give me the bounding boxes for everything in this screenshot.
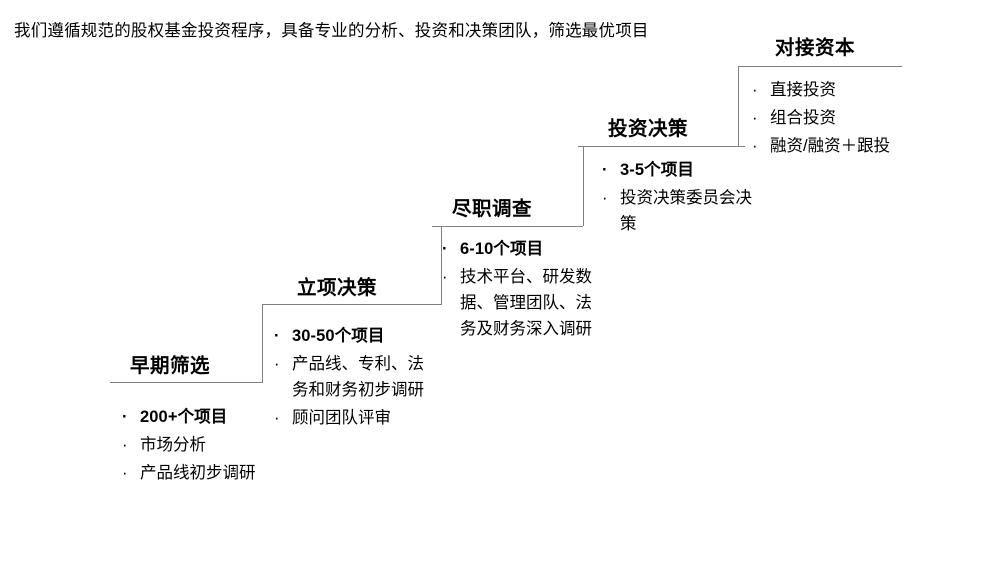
step-1-tread-horizontal: [110, 382, 263, 383]
step-5-tread-riser: [738, 66, 739, 146]
bullet-icon: ·: [122, 408, 128, 426]
bullet-icon: ·: [752, 109, 758, 127]
list-item-label: 200+个项目: [140, 408, 228, 426]
step-3-title: 尽职调查: [452, 198, 533, 220]
step-4-tread-riser: [583, 146, 584, 226]
page-heading: 我们遵循规范的股权基金投资程序，具备专业的分析、投资和决策团队，筛选最优项目: [14, 22, 649, 40]
bullet-icon: ·: [122, 464, 128, 482]
list-item-label: 市场分析: [140, 436, 206, 454]
bullet-icon: ·: [752, 137, 758, 155]
list-item-label: 融资/融资＋跟投: [770, 137, 891, 155]
bullet-icon: ·: [274, 409, 280, 427]
list-item: · 直接投资: [748, 77, 898, 103]
list-item-label: 投资决策委员会决策: [620, 189, 752, 233]
step-3-tread-horizontal: [432, 226, 583, 227]
step-4-bullets: · 3-5个项目 · 投资决策委员会决策: [598, 157, 763, 239]
list-item-label: 技术平台、研发数据、管理团队、法务及财务深入调研: [460, 268, 592, 338]
list-item: · 3-5个项目: [598, 157, 763, 183]
step-2-tread-riser: [262, 304, 263, 383]
list-item: · 组合投资: [748, 105, 898, 131]
bullet-icon: ·: [602, 161, 608, 179]
step-5-title: 对接资本: [775, 37, 856, 59]
bullet-icon: ·: [274, 327, 280, 345]
step-1-bullets: · 200+个项目 · 市场分析 · 产品线初步调研: [118, 404, 318, 488]
step-2-bullets: · 30-50个项目 · 产品线、专利、法务和财务初步调研 · 顾问团队评审: [270, 323, 435, 433]
step-2-tread-horizontal: [262, 304, 441, 305]
bullet-icon: ·: [602, 189, 608, 207]
list-item: · 30-50个项目: [270, 323, 435, 349]
step-3-bullets: · 6-10个项目 · 技术平台、研发数据、管理团队、法务及财务深入调研: [438, 236, 603, 344]
list-item: · 200+个项目: [118, 404, 318, 430]
list-item: · 市场分析: [118, 432, 318, 458]
step-3-tread-riser: [441, 226, 442, 305]
list-item-label: 直接投资: [770, 81, 836, 99]
list-item: · 顾问团队评审: [270, 405, 435, 431]
list-item: · 产品线、专利、法务和财务初步调研: [270, 351, 435, 403]
list-item-label: 组合投资: [770, 109, 836, 127]
list-item-label: 3-5个项目: [620, 161, 694, 179]
bullet-icon: ·: [752, 81, 758, 99]
step-4-tread-horizontal: [578, 146, 745, 147]
list-item-label: 6-10个项目: [460, 240, 544, 258]
list-item: · 投资决策委员会决策: [598, 185, 763, 237]
list-item: · 融资/融资＋跟投: [748, 133, 898, 159]
step-1-title: 早期筛选: [130, 355, 211, 377]
list-item: · 6-10个项目: [438, 236, 603, 262]
list-item-label: 产品线初步调研: [140, 464, 256, 482]
list-item-label: 30-50个项目: [292, 327, 385, 345]
step-5-bullets: · 直接投资 · 组合投资 · 融资/融资＋跟投: [748, 77, 898, 161]
list-item-label: 顾问团队评审: [292, 409, 391, 427]
bullet-icon: ·: [122, 436, 128, 454]
list-item: · 技术平台、研发数据、管理团队、法务及财务深入调研: [438, 264, 603, 342]
list-item-label: 产品线、专利、法务和财务初步调研: [292, 355, 424, 399]
bullet-icon: ·: [442, 240, 448, 258]
list-item: · 产品线初步调研: [118, 460, 318, 486]
step-2-title: 立项决策: [297, 277, 378, 299]
step-4-title: 投资决策: [608, 118, 689, 140]
step-5-tread-horizontal: [738, 66, 902, 67]
bullet-icon: ·: [442, 268, 448, 286]
bullet-icon: ·: [274, 355, 280, 373]
